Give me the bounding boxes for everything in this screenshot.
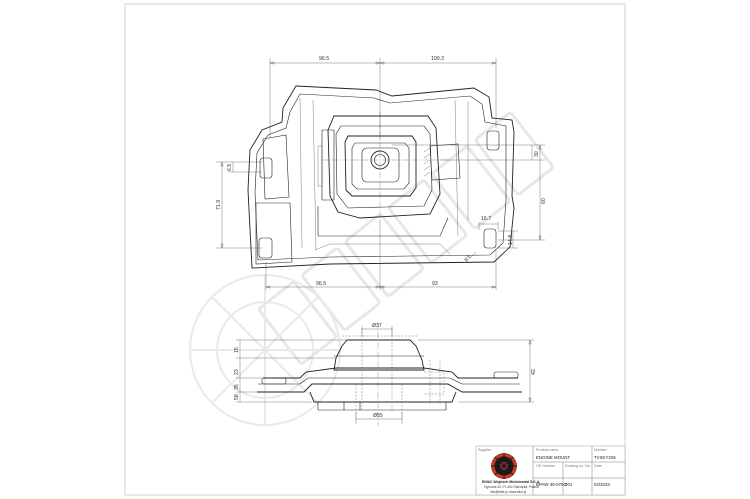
dim-top-right: 100.3 — [431, 56, 444, 62]
dim-top-left: 96.5 — [319, 56, 329, 62]
date-label: Date — [594, 464, 602, 468]
dim-slot-width: 16.7 — [481, 216, 491, 222]
oe-value: BPAW-39-070C — [536, 482, 567, 487]
drawing-no-value: 001 — [565, 482, 573, 487]
bracket-outline — [247, 85, 515, 269]
company-logo — [491, 453, 517, 479]
dim-right-small: 30 — [534, 151, 540, 157]
center-bolt-hole — [370, 150, 390, 170]
dim-side-top-width: Ø37 — [372, 323, 382, 329]
dim-slot-height: 14.8 — [508, 235, 514, 245]
sheet-frame — [124, 3, 626, 496]
company-name: ENIAC Wojciech Michniewski S.K.A. — [482, 480, 540, 484]
company-address: Ogrodna 43, 07-402 Ostrołęka, Poland — [484, 485, 539, 489]
dim-side-42: 42 — [531, 369, 537, 375]
dim-left-small: 6.5 — [227, 164, 233, 171]
dim-side-15: 15 — [234, 347, 240, 353]
number-label: Number — [594, 448, 608, 452]
date-value: 02/2023 — [594, 482, 610, 487]
top-view — [247, 85, 515, 269]
dim-left-height: 71.9 — [216, 200, 222, 210]
company-contact: info@eliot.pl, www.eliot.pl — [490, 490, 526, 494]
dim-bottom-left: 96.5 — [316, 281, 326, 287]
dim-bottom-right: 93 — [432, 281, 438, 287]
supplier-label: Supplier — [478, 448, 492, 452]
side-housing — [333, 339, 425, 371]
title-block: Supplier ENIAC Wojciech Michniewski S.K.… — [475, 445, 626, 496]
dim-hole: R1 — [464, 254, 473, 263]
dim-side-58: 58 — [234, 394, 240, 400]
side-view — [257, 322, 522, 426]
product-name-label: Product name — [536, 448, 558, 452]
dim-right-height: 60 — [541, 198, 547, 204]
drawing-no-label: Drawing no. No. — [565, 464, 591, 468]
dim-side-23: 23 — [234, 369, 240, 375]
dim-side-35: 35 — [234, 384, 240, 390]
product-name: ENGINE MOUNT — [536, 455, 570, 460]
top-view-dimensions: 96.5 100.3 96.5 93 71.9 6.5 30 60 16.7 1… — [216, 56, 547, 290]
center-housing — [327, 115, 441, 219]
number-value: TVSKY226 — [594, 455, 616, 460]
side-view-dimensions: Ø37 Ø55 15 23 35 58 42 — [234, 323, 537, 424]
dim-side-bottom-width: Ø55 — [373, 413, 383, 419]
oe-label: OE Number — [536, 464, 556, 468]
